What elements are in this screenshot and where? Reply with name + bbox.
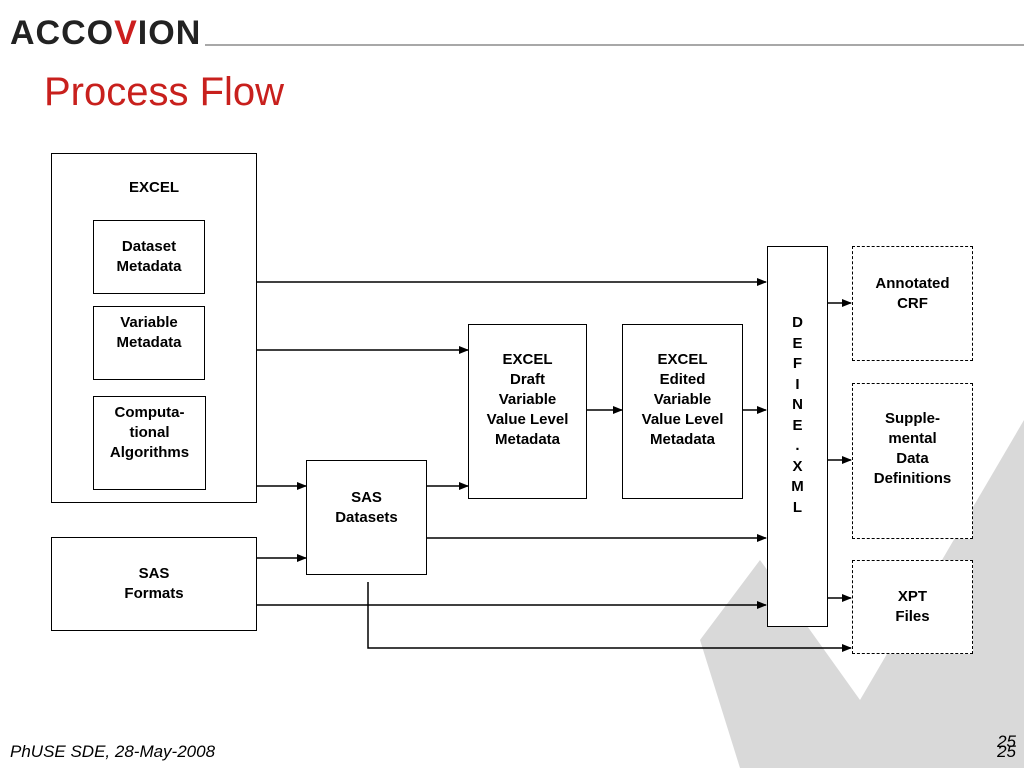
footer-text: PhUSE SDE, 28-May-2008	[10, 742, 216, 761]
define-letter: F	[792, 355, 803, 372]
supplemental-data-definitions-box: Supple- mental Data Definitions	[852, 383, 973, 539]
arrow-sasdatasets-to-xpt	[367, 582, 852, 652]
define-letter: E	[792, 416, 803, 434]
define-letter: .	[795, 437, 800, 454]
page-number: 25	[997, 732, 1016, 751]
header-divider	[205, 44, 1024, 46]
define-letter: M	[791, 478, 804, 495]
define-letter: N	[792, 396, 803, 413]
accovion-logo: ACCOVION	[10, 16, 201, 50]
define-letter: L	[792, 498, 803, 516]
variable-metadata-box: Variable Metadata	[93, 306, 205, 380]
computational-algorithms-box: Computa- tional Algorithms	[93, 396, 206, 490]
define-letter: D	[792, 314, 803, 331]
annotated-crf-box: Annotated CRF	[852, 246, 973, 361]
logo-check-letter: V	[114, 14, 138, 52]
xpt-files-box: XPT Files	[852, 560, 973, 654]
page-title: Process Flow	[44, 70, 285, 114]
excel-group-label: EXCEL	[128, 179, 179, 196]
logo-text-end: ION	[137, 14, 202, 52]
define-letter: X	[792, 457, 803, 475]
excel-edited-metadata-box: EXCEL Edited Variable Value Level Metada…	[622, 324, 743, 499]
dataset-metadata-box: Dataset Metadata	[93, 220, 205, 294]
excel-draft-metadata-box: EXCEL Draft Variable Value Level Metadat…	[468, 324, 587, 499]
sas-formats-box: SAS Formats	[51, 537, 257, 631]
sas-datasets-box: SAS Datasets	[306, 460, 427, 575]
define-letter: I	[795, 375, 800, 393]
logo-text-start: ACCO	[10, 14, 115, 52]
define-xml-box: D E F I N E . X M L	[767, 246, 828, 627]
define-letter: E	[792, 334, 803, 352]
page-number-shadow: 25	[997, 742, 1016, 761]
